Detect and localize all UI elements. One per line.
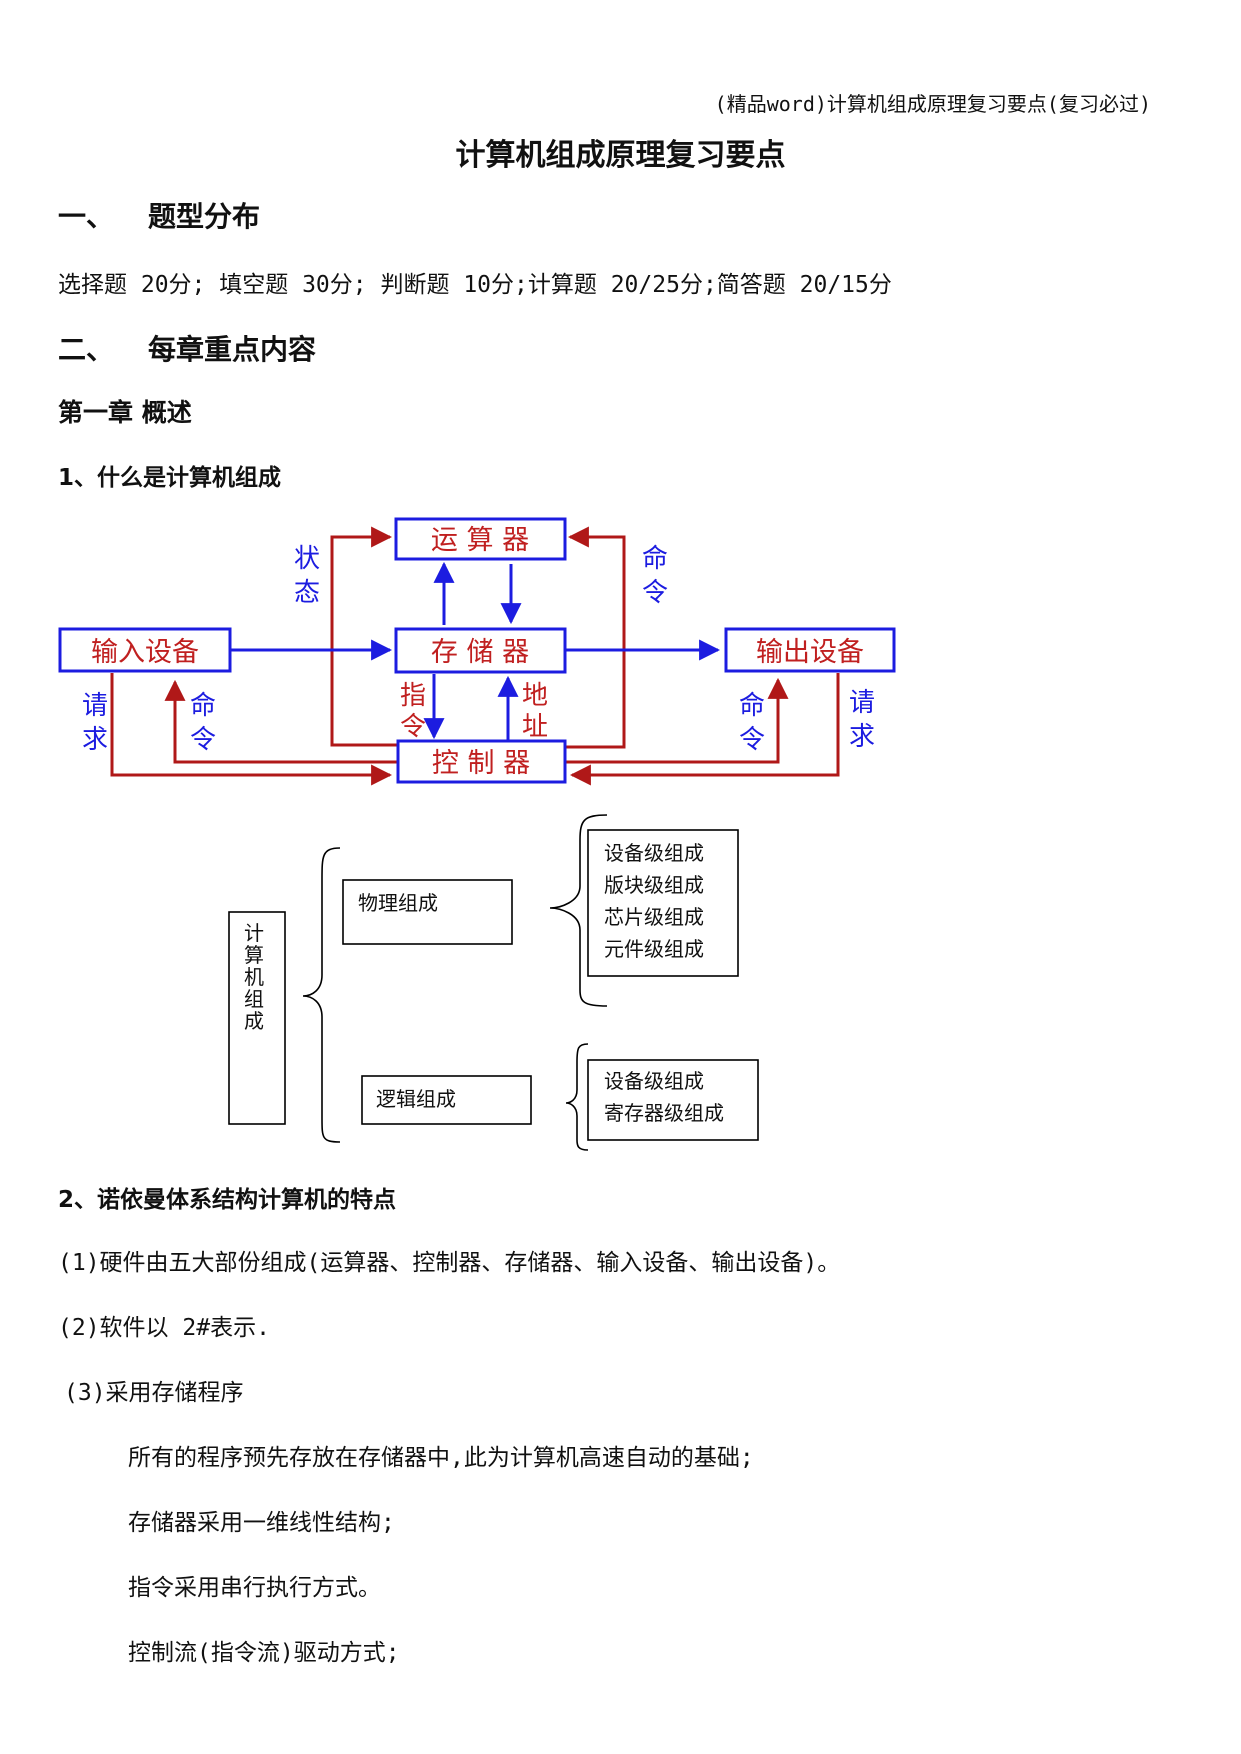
item-2: (2)软件以 2#表示. xyxy=(58,1315,270,1341)
physical-brace-icon xyxy=(549,814,608,1007)
input-label: 输入设备 xyxy=(91,637,199,668)
output-box xyxy=(724,627,896,673)
question-1-heading: 1、什么是计算机组成 xyxy=(58,465,282,491)
sub-item-2: 存储器采用一维线性结构; xyxy=(128,1510,395,1536)
root-char-4: 组 xyxy=(244,987,264,1011)
sub-item-4: 控制流(指令流)驱动方式; xyxy=(128,1640,400,1666)
root-char-3: 机 xyxy=(244,965,264,989)
address-label-1: 地 xyxy=(522,681,548,711)
sub-item-1: 所有的程序预先存放在存储器中,此为计算机高速自动的基础; xyxy=(128,1445,754,1471)
command-right-label-1: 命 xyxy=(642,544,668,574)
request-output-arrow xyxy=(569,673,840,786)
item-1: (1)硬件由五大部份组成(运算器、控制器、存储器、输入设备、输出设备)。 xyxy=(58,1250,841,1276)
data-lines xyxy=(230,561,721,740)
logical-item-2: 寄存器级组成 xyxy=(604,1101,724,1125)
control-label: 控 制 器 xyxy=(432,748,530,779)
status-label-2: 态 xyxy=(294,578,320,608)
logical-items-box xyxy=(587,1059,759,1141)
physical-item-3: 芯片级组成 xyxy=(604,905,704,929)
root-char-2: 算 xyxy=(244,943,264,967)
instruction-label-2: 令 xyxy=(400,712,426,742)
alu-box xyxy=(394,517,567,561)
physical-item-4: 元件级组成 xyxy=(604,937,704,961)
command-left-label-2: 令 xyxy=(190,725,216,755)
logical-item-1: 设备级组成 xyxy=(604,1069,704,1093)
request-left-label-2: 求 xyxy=(82,725,108,755)
composition-tree-diagram: 计 算 机 组 成 物理组成 逻辑组成 设备级组成 版块级组成 芯片级组成 元件… xyxy=(228,814,759,1151)
physical-box xyxy=(342,879,513,945)
control-lines xyxy=(110,526,840,786)
memory-box xyxy=(394,627,567,674)
input-box xyxy=(58,627,232,673)
request-left-label-1: 请 xyxy=(82,691,108,721)
section-2-number: 二、 xyxy=(58,333,115,366)
control-box xyxy=(396,739,567,784)
request-right-label-2: 求 xyxy=(849,722,875,752)
chapter-1-heading: 第一章 概述 xyxy=(58,398,192,427)
physical-item-2: 版块级组成 xyxy=(604,873,704,897)
status-arrow xyxy=(330,526,398,747)
section-1-text: 选择题 20分; 填空题 30分; 判断题 10分;计算题 20/25分;简答题… xyxy=(58,272,892,298)
logical-label: 逻辑组成 xyxy=(376,1087,456,1111)
section-1-title: 题型分布 xyxy=(148,200,261,233)
instruction-label-1: 指 xyxy=(400,681,426,711)
main-brace-icon xyxy=(302,847,341,1143)
page-title: 计算机组成原理复习要点 xyxy=(455,138,786,173)
command-output-arrow xyxy=(565,677,789,764)
command-alu-arrow xyxy=(565,526,626,749)
address-label-2: 址 xyxy=(522,712,548,742)
physical-label: 物理组成 xyxy=(358,891,438,915)
command-out-label-1: 命 xyxy=(739,691,765,721)
section-1-number: 一、 xyxy=(58,200,115,233)
sub-item-3: 指令采用串行执行方式。 xyxy=(128,1575,381,1601)
physical-item-1: 设备级组成 xyxy=(604,841,704,865)
output-label: 输出设备 xyxy=(756,637,864,668)
page-header: (精品word)计算机组成原理复习要点(复习必过) xyxy=(714,92,1151,116)
command-out-label-2: 令 xyxy=(739,725,765,755)
status-label-1: 状 xyxy=(294,544,320,574)
command-input-arrow xyxy=(164,679,398,764)
logical-brace-icon xyxy=(565,1043,589,1151)
question-2-heading: 2、诺依曼体系结构计算机的特点 xyxy=(58,1187,397,1213)
physical-items-box xyxy=(587,829,739,977)
root-box xyxy=(228,911,286,1125)
root-char-1: 计 xyxy=(244,921,264,945)
alu-label: 运 算 器 xyxy=(431,525,529,556)
logical-box xyxy=(361,1075,532,1125)
command-right-label-2: 令 xyxy=(642,578,668,608)
request-right-label-1: 请 xyxy=(849,688,875,718)
request-input-arrow xyxy=(110,673,393,786)
memory-label: 存 储 器 xyxy=(431,637,529,668)
command-left-label-1: 命 xyxy=(190,691,216,721)
computer-components-diagram: 运 算 器 存 储 器 控 制 器 输入设备 输出设备 状 态 命 令 请 求 … xyxy=(58,517,896,786)
root-char-5: 成 xyxy=(244,1009,264,1033)
item-3: (3)采用存储程序 xyxy=(64,1380,244,1406)
section-2-title: 每章重点内容 xyxy=(148,333,317,366)
